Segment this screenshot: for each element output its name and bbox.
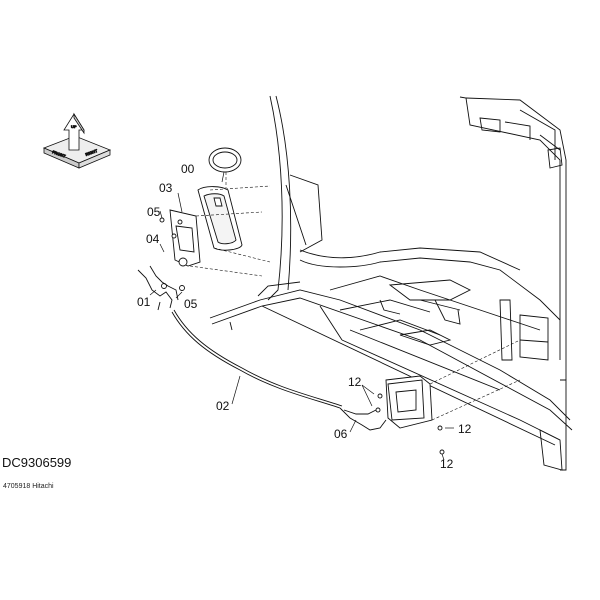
callout-04: 04: [146, 232, 160, 246]
footer-reference: 4705918 Hitachi: [3, 483, 54, 490]
drawing-id: DC9306599: [2, 455, 72, 470]
up-label: UP: [71, 124, 77, 129]
callout-05-top: 05: [147, 205, 161, 219]
callout-12-bottom: 12: [440, 457, 454, 471]
callout-12-left: 12: [348, 375, 362, 389]
monitor-assembly: [160, 148, 242, 291]
callout-03: 03: [159, 181, 173, 195]
callout-05-bottom: 05: [184, 297, 198, 311]
callout-06: 06: [334, 427, 348, 441]
orientation-compass: FRONT RIGHT UP: [44, 114, 110, 168]
front-label: FRONT: [52, 149, 67, 159]
harness-01: [138, 266, 178, 310]
leader-lines: [190, 172, 520, 420]
callout-02: 02: [216, 399, 230, 413]
controller-assembly: [340, 376, 444, 454]
right-label: RIGHT: [85, 148, 99, 157]
callout-leaders: [150, 172, 454, 460]
callout-12-right: 12: [458, 422, 472, 436]
cab-floor: [210, 248, 572, 470]
cable-02: [172, 310, 342, 408]
callout-00: 00: [181, 162, 195, 176]
callout-01: 01: [137, 295, 151, 309]
cab-frame: [268, 96, 566, 380]
